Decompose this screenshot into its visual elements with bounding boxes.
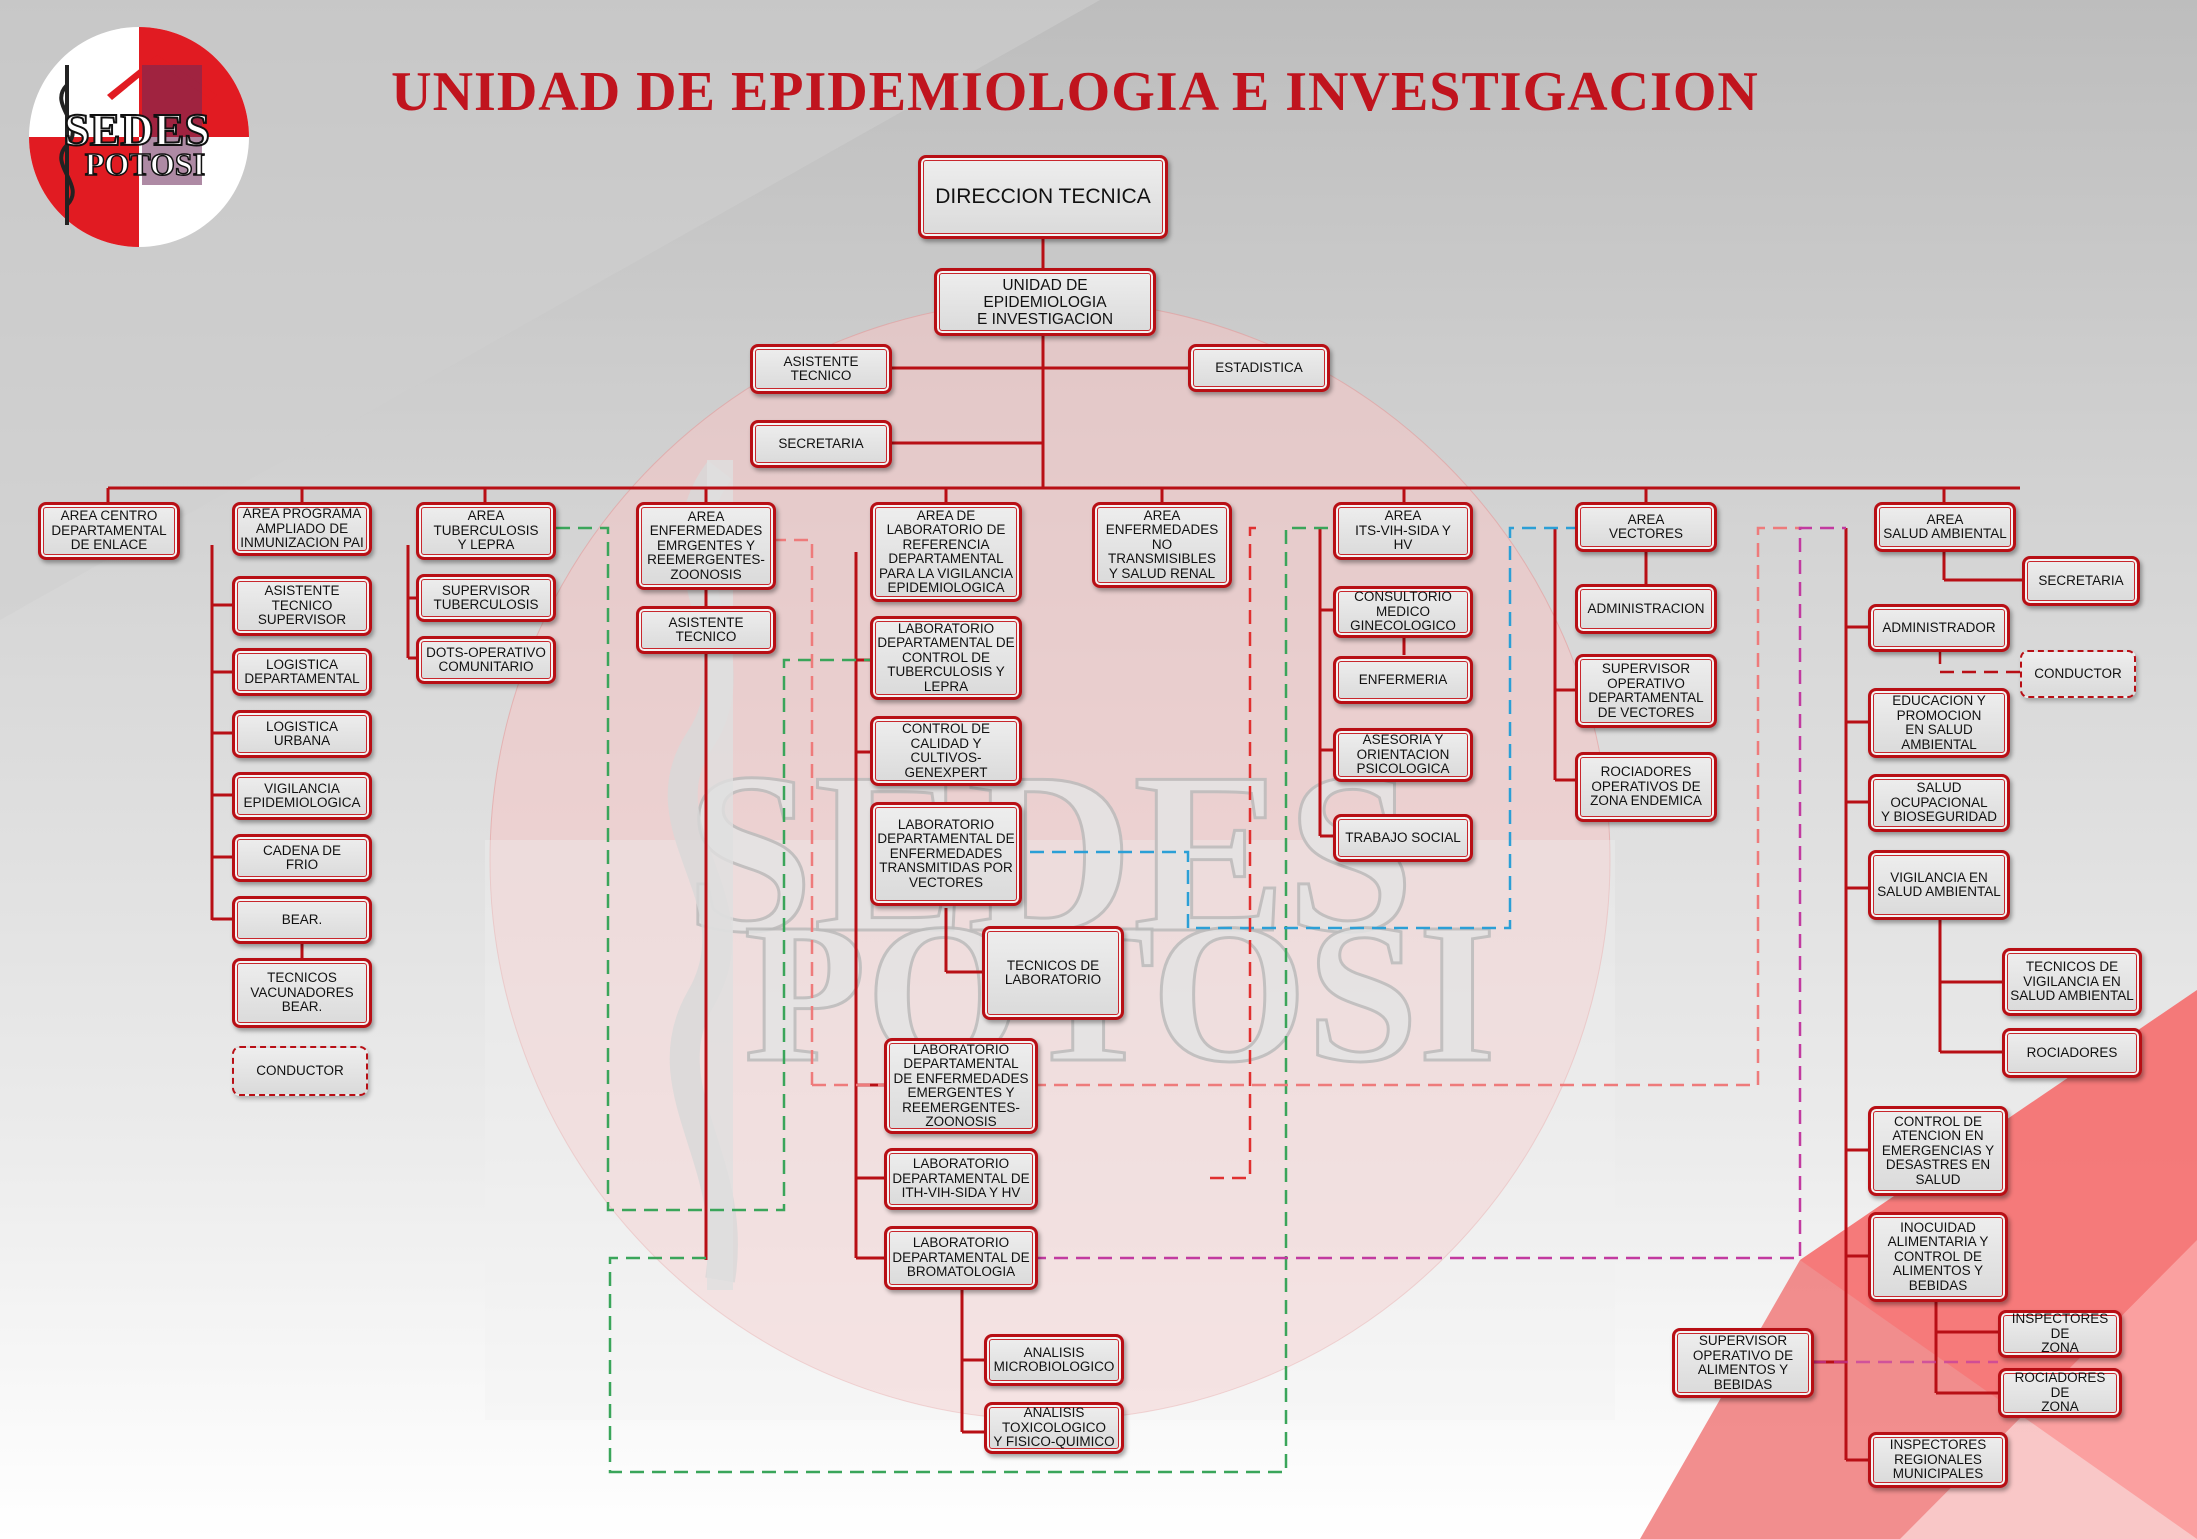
node-sa-rociadores-zona: ROCIADORES DE ZONA — [1998, 1368, 2122, 1418]
node-sa-vigilancia: VIGILANCIA EN SALUD AMBIENTAL — [1868, 850, 2010, 920]
node-area-its: AREA ITS-VIH-SIDA Y HV — [1333, 502, 1473, 560]
node-area-salud-ambiental: AREA SALUD AMBIENTAL — [1874, 502, 2016, 552]
node-area-vectores: AREA VECTORES — [1575, 502, 1717, 552]
node-lab-toxicologico: ANALISIS TOXICOLOGICO Y FISICO-QUIMICO — [984, 1402, 1124, 1454]
node-pai-logistica-urb: LOGISTICA URBANA — [232, 710, 372, 758]
node-area-enlace: AREA CENTRO DEPARTAMENTAL DE ENLACE — [38, 502, 180, 560]
node-pai-tecnicos-vacunadores: TECNICOS VACUNADORES BEAR. — [232, 958, 372, 1028]
node-pai-asistente: ASISTENTE TECNICO SUPERVISOR — [232, 576, 372, 636]
node-lab-control-calidad: CONTROL DE CALIDAD Y CULTIVOS- GENEXPERT — [870, 716, 1022, 786]
node-pai-cadena-frio: CADENA DE FRIO — [232, 834, 372, 882]
node-vec-rociadores: ROCIADORES OPERATIVOS DE ZONA ENDEMICA — [1575, 752, 1717, 822]
node-lab-bromatologia: LABORATORIO DEPARTAMENTAL DE BROMATOLOGI… — [884, 1226, 1038, 1290]
node-area-no-transmisibles: AREA ENFERMEDADES NO TRANSMISIBLES Y SAL… — [1092, 502, 1232, 588]
node-pai-conductor: CONDUCTOR — [232, 1046, 368, 1096]
page-title: UNIDAD DE EPIDEMIOLOGIA E INVESTIGACION — [391, 61, 1759, 123]
node-vec-supervisor: SUPERVISOR OPERATIVO DEPARTAMENTAL DE VE… — [1575, 654, 1717, 728]
node-its-enfermeria: ENFERMERIA — [1333, 656, 1473, 704]
node-tb-supervisor: SUPERVISOR TUBERCULOSIS — [416, 574, 556, 622]
node-area-enfermedades-emergentes: AREA ENFERMEDADES EMRGENTES Y REEMERGENT… — [636, 502, 776, 590]
node-sa-salud-ocupacional: SALUD OCUPACIONAL Y BIOSEGURIDAD — [1868, 774, 2010, 832]
node-lab-tuberculosis: LABORATORIO DEPARTAMENTAL DE CONTROL DE … — [870, 616, 1022, 700]
node-area-tuberculosis: AREA TUBERCULOSIS Y LEPRA — [416, 502, 556, 560]
node-sa-secretaria: SECRETARIA — [2022, 556, 2140, 606]
node-lab-its: LABORATORIO DEPARTAMENTAL DE ITH-VIH-SID… — [884, 1148, 1038, 1210]
node-pai-bear: BEAR. — [232, 896, 372, 944]
node-lab-microbiologico: ANALISIS MICROBIOLOGICO — [984, 1334, 1124, 1386]
node-its-trabajo-social: TRABAJO SOCIAL — [1333, 814, 1473, 862]
node-sa-supervisor-alimentos: SUPERVISOR OPERATIVO DE ALIMENTOS Y BEBI… — [1672, 1328, 1814, 1398]
node-sa-rociadores: ROCIADORES — [2002, 1028, 2142, 1078]
node-sa-inspectores-regionales: INSPECTORES REGIONALES MUNICIPALES — [1868, 1432, 2008, 1488]
node-asistente-tecnico: ASISTENTE TECNICO — [750, 344, 892, 394]
node-lab-vectores: LABORATORIO DEPARTAMENTAL DE ENFERMEDADE… — [870, 802, 1022, 906]
logo-text-potosi: POTOSI — [85, 146, 205, 182]
logo-text-sedes: SEDES — [64, 104, 210, 155]
node-estadistica: ESTADISTICA — [1188, 344, 1330, 392]
node-lab-tecnicos: TECNICOS DE LABORATORIO — [982, 926, 1124, 1020]
node-sa-inspectores-zona: INSPECTORES DE ZONA — [1998, 1310, 2122, 1358]
node-direccion-tecnica: DIRECCION TECNICA — [918, 155, 1168, 239]
node-sa-administrador: ADMINISTRADOR — [1868, 604, 2010, 652]
node-pai-vigilancia: VIGILANCIA EPIDEMIOLOGICA — [232, 772, 372, 820]
node-area-laboratorio: AREA DE LABORATORIO DE REFERENCIA DEPART… — [870, 502, 1022, 602]
node-sa-educacion: EDUCACION Y PROMOCION EN SALUD AMBIENTAL — [1868, 688, 2010, 758]
node-eez-asistente: ASISTENTE TECNICO — [636, 606, 776, 654]
node-sa-tecnicos-vigilancia: TECNICOS DE VIGILANCIA EN SALUD AMBIENTA… — [2002, 948, 2142, 1016]
node-secretaria: SECRETARIA — [750, 420, 892, 468]
node-unidad-epidemiologia: UNIDAD DE EPIDEMIOLOGIA E INVESTIGACION — [934, 268, 1156, 336]
node-sa-conductor: CONDUCTOR — [2020, 650, 2136, 698]
node-sa-inocuidad: INOCUIDAD ALIMENTARIA Y CONTROL DE ALIME… — [1868, 1212, 2008, 1302]
node-its-asesoria: ASESORIA Y ORIENTACION PSICOLOGICA — [1333, 728, 1473, 782]
node-pai-logistica-dep: LOGISTICA DEPARTAMENTAL — [232, 648, 372, 696]
sedes-logo: SEDES POTOSI — [29, 27, 249, 247]
node-area-pai: AREA PROGRAMA AMPLIADO DE INMUNIZACION P… — [232, 502, 372, 556]
node-its-consultorio: CONSULTORIO MEDICO GINECOLOGICO — [1333, 586, 1473, 638]
node-tb-dots: DOTS-OPERATIVO COMUNITARIO — [416, 636, 556, 684]
node-sa-control-emergencias: CONTROL DE ATENCION EN EMERGENCIAS Y DES… — [1868, 1106, 2008, 1196]
node-vec-administracion: ADMINISTRACION — [1575, 584, 1717, 634]
node-lab-emergentes: LABORATORIO DEPARTAMENTAL DE ENFERMEDADE… — [884, 1038, 1038, 1134]
